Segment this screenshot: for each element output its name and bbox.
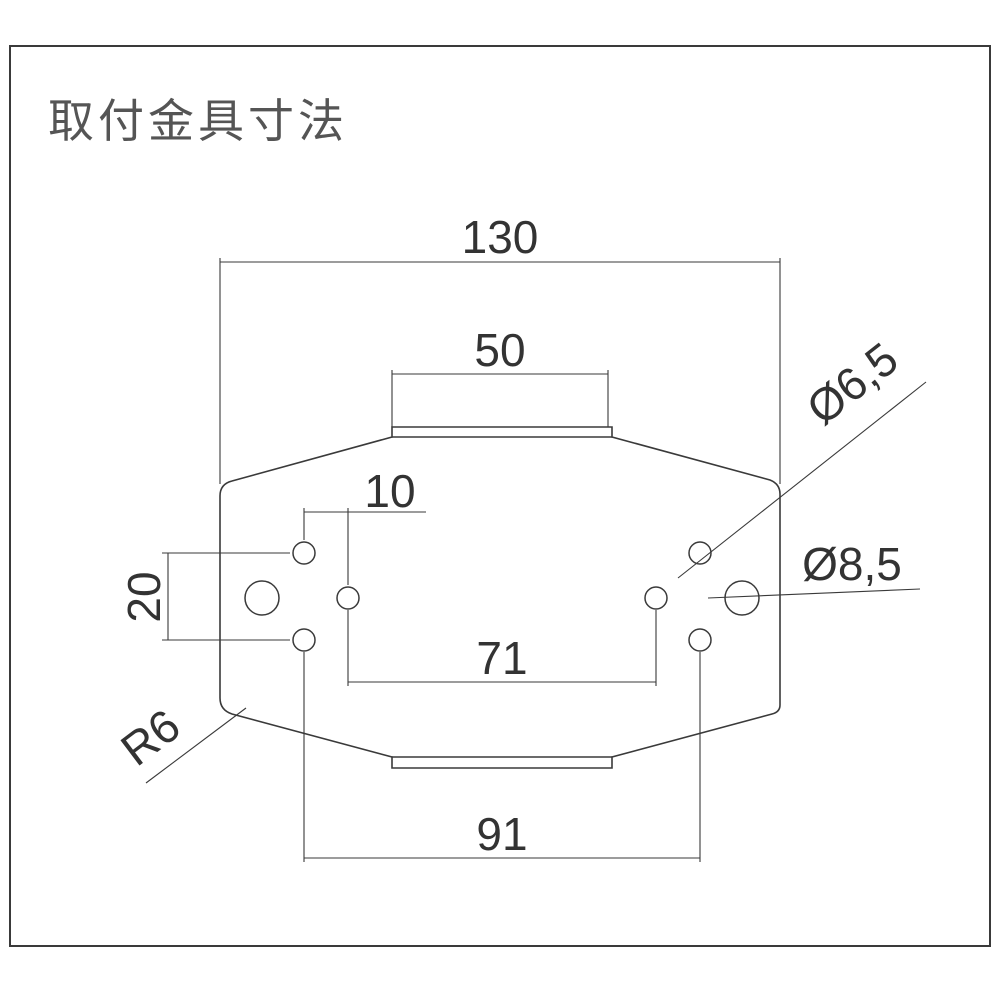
dim-label-d85: Ø8,5 [802, 538, 902, 590]
drawing-title: 取付金具寸法 [48, 94, 348, 148]
drawing-frame [9, 45, 991, 947]
dim-label-130: 130 [462, 211, 539, 263]
dim-label-r6: R6 [111, 699, 189, 776]
large-hole-left [244, 580, 280, 616]
small-hole-left-bottom [292, 628, 316, 652]
dim-label-20: 20 [118, 571, 170, 622]
dim-label-50: 50 [474, 324, 525, 376]
small-hole-left-top [292, 541, 316, 565]
dimension-overall-width: 130 [219, 211, 781, 484]
dim-label-91: 91 [476, 808, 527, 860]
dimension-vertical-20: 20 [118, 552, 290, 641]
dimension-inner-71: 71 [347, 610, 657, 686]
dimension-offset-10: 10 [303, 465, 426, 585]
small-hole-left-inner [336, 586, 360, 610]
small-hole-right-inner [644, 586, 668, 610]
large-hole-right [724, 580, 760, 616]
leader-large-hole-diameter: Ø8,5 [707, 538, 921, 599]
small-hole-right-top [688, 541, 712, 565]
dim-label-d65: Ø6,5 [797, 332, 908, 434]
dim-label-71: 71 [476, 632, 527, 684]
small-hole-right-bottom [688, 628, 712, 652]
dimension-outer-91: 91 [303, 652, 701, 862]
dim-label-10: 10 [364, 465, 415, 517]
dimension-top-tab: 50 [391, 324, 609, 427]
